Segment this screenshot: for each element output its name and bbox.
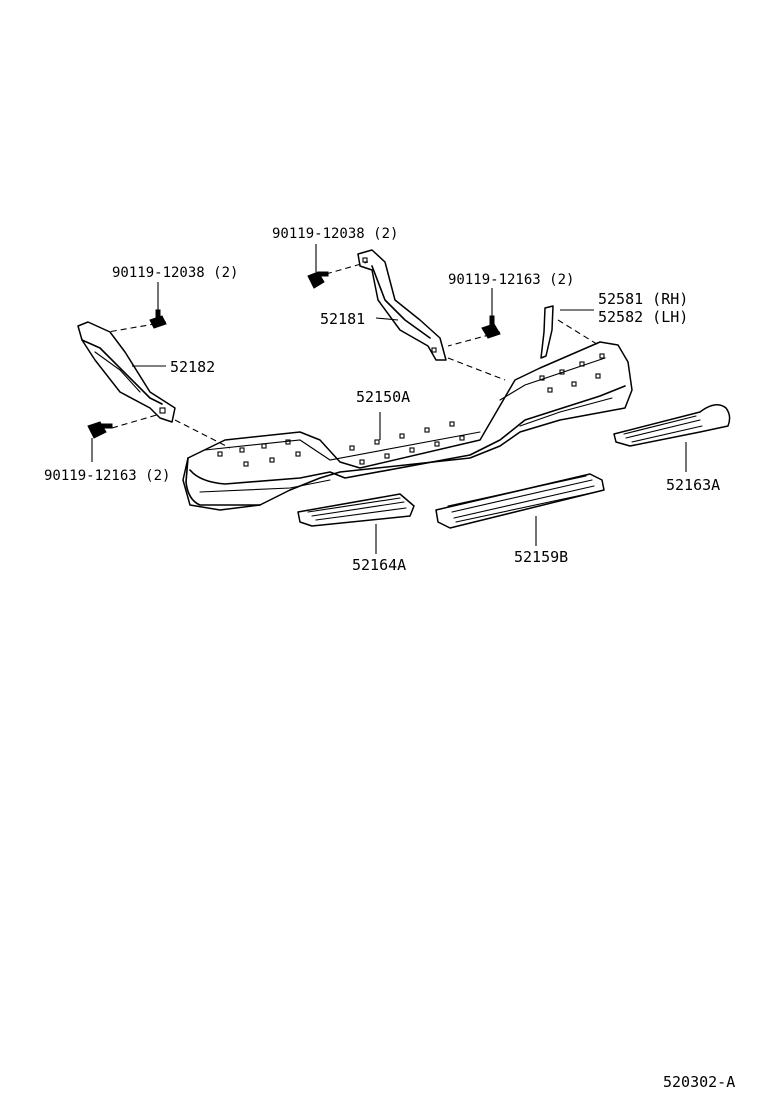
bolt-bottom-left [87, 421, 113, 439]
assembly-lines [107, 261, 601, 449]
label-bumper-52150a: 52150A [356, 388, 410, 406]
label-bolt-top-center: 90119-12038 (2) [272, 226, 398, 242]
bolt-top-left [149, 309, 167, 329]
label-bracket-52182: 52182 [170, 358, 215, 376]
bolt-top-center [307, 271, 329, 289]
label-step-52159b: 52159B [514, 548, 568, 566]
label-step-52164a: 52164A [352, 556, 406, 574]
bolt-right [481, 315, 501, 339]
bumper-52150a [182, 341, 633, 511]
label-step-52163a: 52163A [666, 476, 720, 494]
label-bolt-right: 90119-12163 (2) [448, 272, 574, 288]
leader-lines [91, 244, 687, 554]
label-seal-rh: 52581 (RH) [598, 290, 688, 308]
label-seal-lh: 52582 (LH) [598, 308, 688, 326]
label-diagram-code: 520302-A [663, 1073, 735, 1091]
step-pad-52163a [613, 404, 731, 447]
bracket-52181 [357, 249, 447, 361]
bracket-52182 [77, 321, 176, 423]
step-pad-52164a [297, 493, 415, 527]
label-bolt-bottom-left: 90119-12163 (2) [44, 468, 170, 484]
label-bracket-52181: 52181 [320, 310, 365, 328]
seal-52581-52582 [540, 305, 554, 359]
label-bolt-top-left: 90119-12038 (2) [112, 265, 238, 281]
bumper-holes [217, 353, 605, 467]
step-pad-52159b [435, 473, 605, 529]
